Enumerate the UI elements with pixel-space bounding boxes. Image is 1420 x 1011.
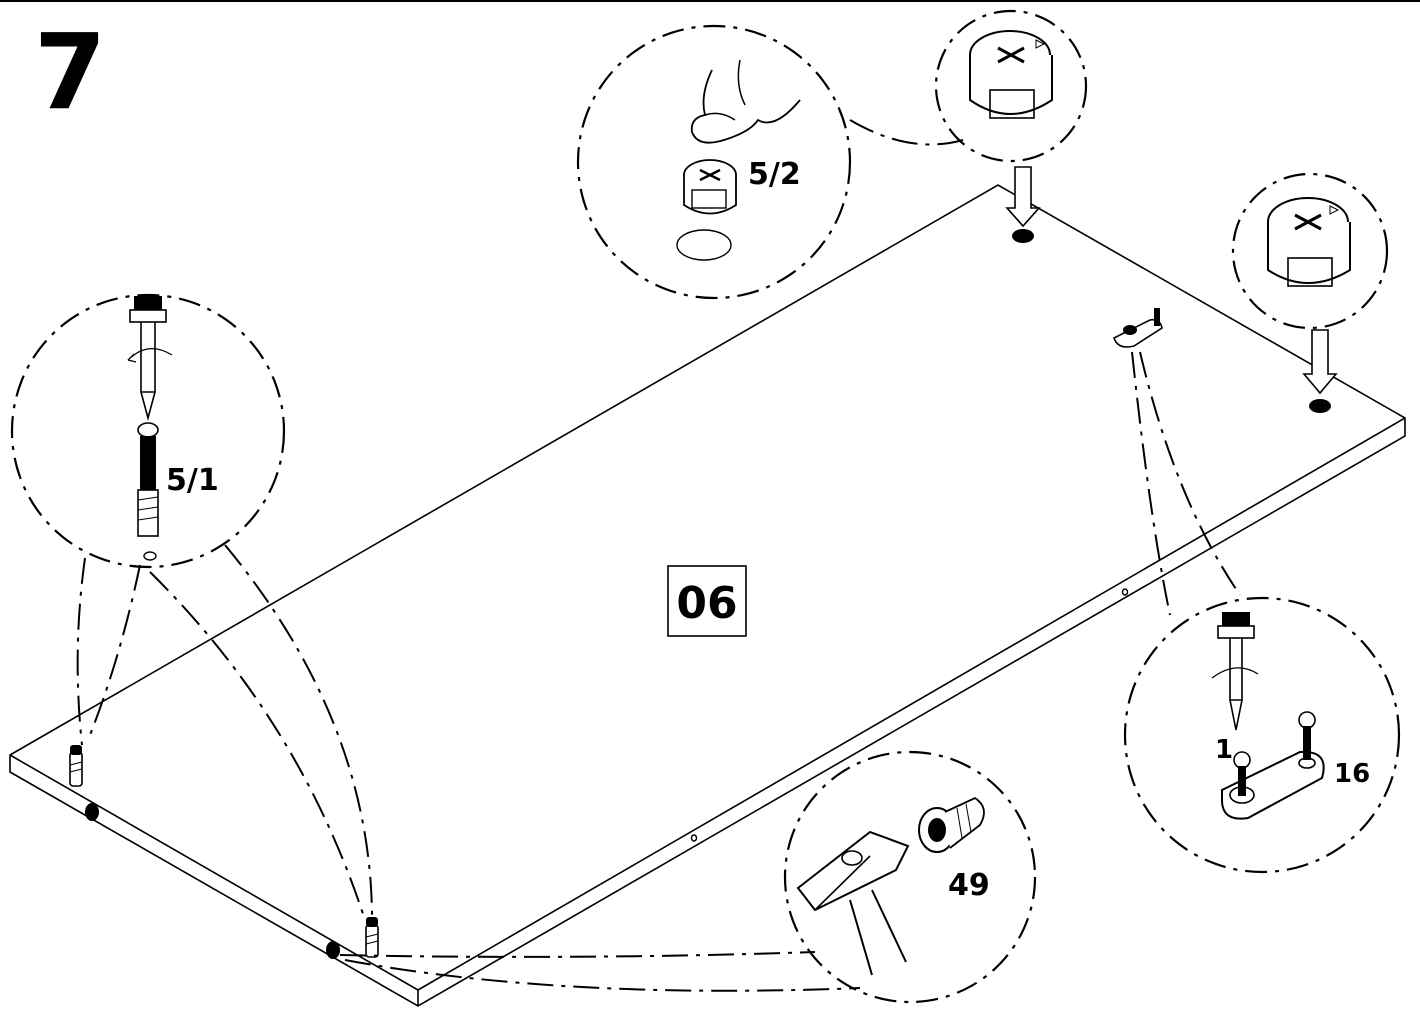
pin-icon [918,796,985,853]
cam-hole-2 [1309,399,1331,413]
edge-hole-left [85,803,99,821]
cam-lock-icon [683,159,737,215]
cam-part-label: 5/2 [748,157,801,192]
dowel-left [69,745,83,787]
leader-dowel-2b [224,544,373,916]
cam-hole-1 [1012,229,1034,243]
leader-dowel-1a [76,557,86,746]
screwdriver-icon-2 [1211,612,1259,731]
pin-part-label: 49 [948,868,990,903]
arrow-down-2 [1302,329,1338,395]
cam-lock-icon-2 [1267,197,1351,287]
dowel-right [365,917,379,958]
finger-press-icon [690,59,801,144]
bracket-screw-label: 1 [1215,735,1233,765]
leader-pin-b [339,951,816,958]
callout-cam-1 [934,9,1088,163]
callout-bracket: 1 16 [1123,596,1401,874]
leader-pin-a [344,959,861,992]
leader-cam-top [849,119,964,146]
callout-dowel: 5/1 [10,293,286,569]
step-number: 7 [34,11,106,133]
hammer-icon [796,830,910,976]
panel-label-text: 06 [676,578,737,629]
leader-bracket-a [1131,351,1171,616]
dowel-part-label: 5/1 [166,463,219,498]
leader-bracket-b [1139,351,1241,596]
leader-dowel-2a [149,571,366,921]
arrow-down-1 [1005,166,1041,228]
screw-icon [1233,711,1316,796]
dowel-icon [137,422,159,561]
callout-pin: 49 [783,750,1037,1004]
leader-dowel-1b [87,564,141,741]
bracket-on-panel [1113,308,1163,348]
callout-cam-press: 5/2 [576,24,852,300]
callout-cam-2 [1231,172,1389,330]
screwdriver-icon [127,296,173,422]
edge-hole-right [326,941,340,959]
panel-label: 06 [667,565,747,637]
cam-lock-icon-1 [969,30,1053,119]
bracket-part-label: 16 [1334,759,1370,789]
